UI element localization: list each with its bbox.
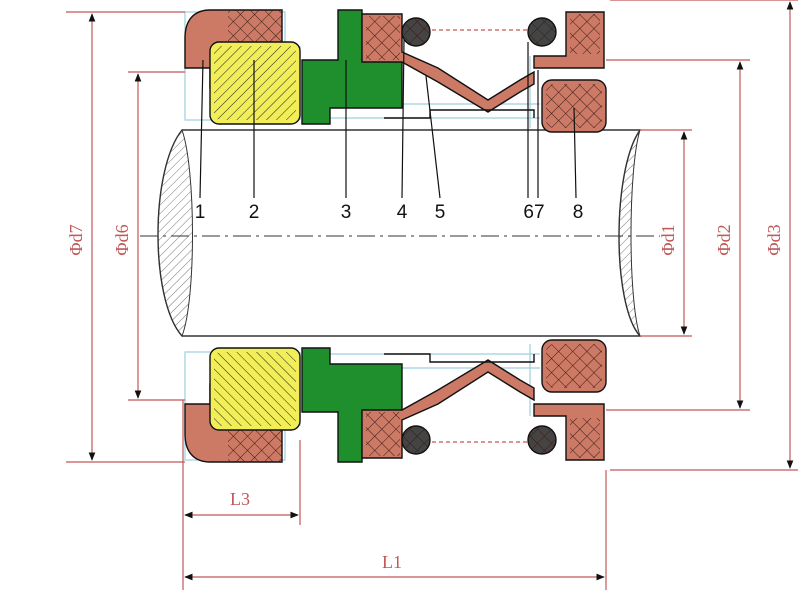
part-label-8: 8 [573, 202, 584, 223]
dim-label-d6: Φd6 [112, 224, 132, 255]
part-label-4: 4 [397, 202, 408, 223]
dim-label-d1: Φd1 [658, 224, 678, 255]
part-label-2: 2 [249, 202, 260, 223]
dim-label-d3: Φd3 [764, 224, 784, 255]
dim-label-L1: L1 [382, 552, 402, 572]
part-label-67: 67 [523, 202, 544, 223]
dimension-labels: Φd7 Φd6 Φd1 Φd2 Φd3 L3 L1 [66, 224, 784, 572]
seal-bottom-half [184, 339, 607, 463]
dim-label-d2: Φd2 [714, 224, 734, 255]
dim-label-L3: L3 [230, 489, 250, 509]
part-label-3: 3 [341, 202, 352, 223]
part-label-1: 1 [195, 202, 206, 223]
part-number-labels: 1 2 3 4 5 67 8 [195, 202, 584, 223]
shaft [140, 128, 660, 337]
dimension-lines [66, 0, 798, 590]
seal-top-half [184, 9, 607, 133]
part-label-5: 5 [435, 202, 446, 223]
leader-lines [199, 39, 577, 199]
dim-label-d7: Φd7 [66, 224, 86, 255]
